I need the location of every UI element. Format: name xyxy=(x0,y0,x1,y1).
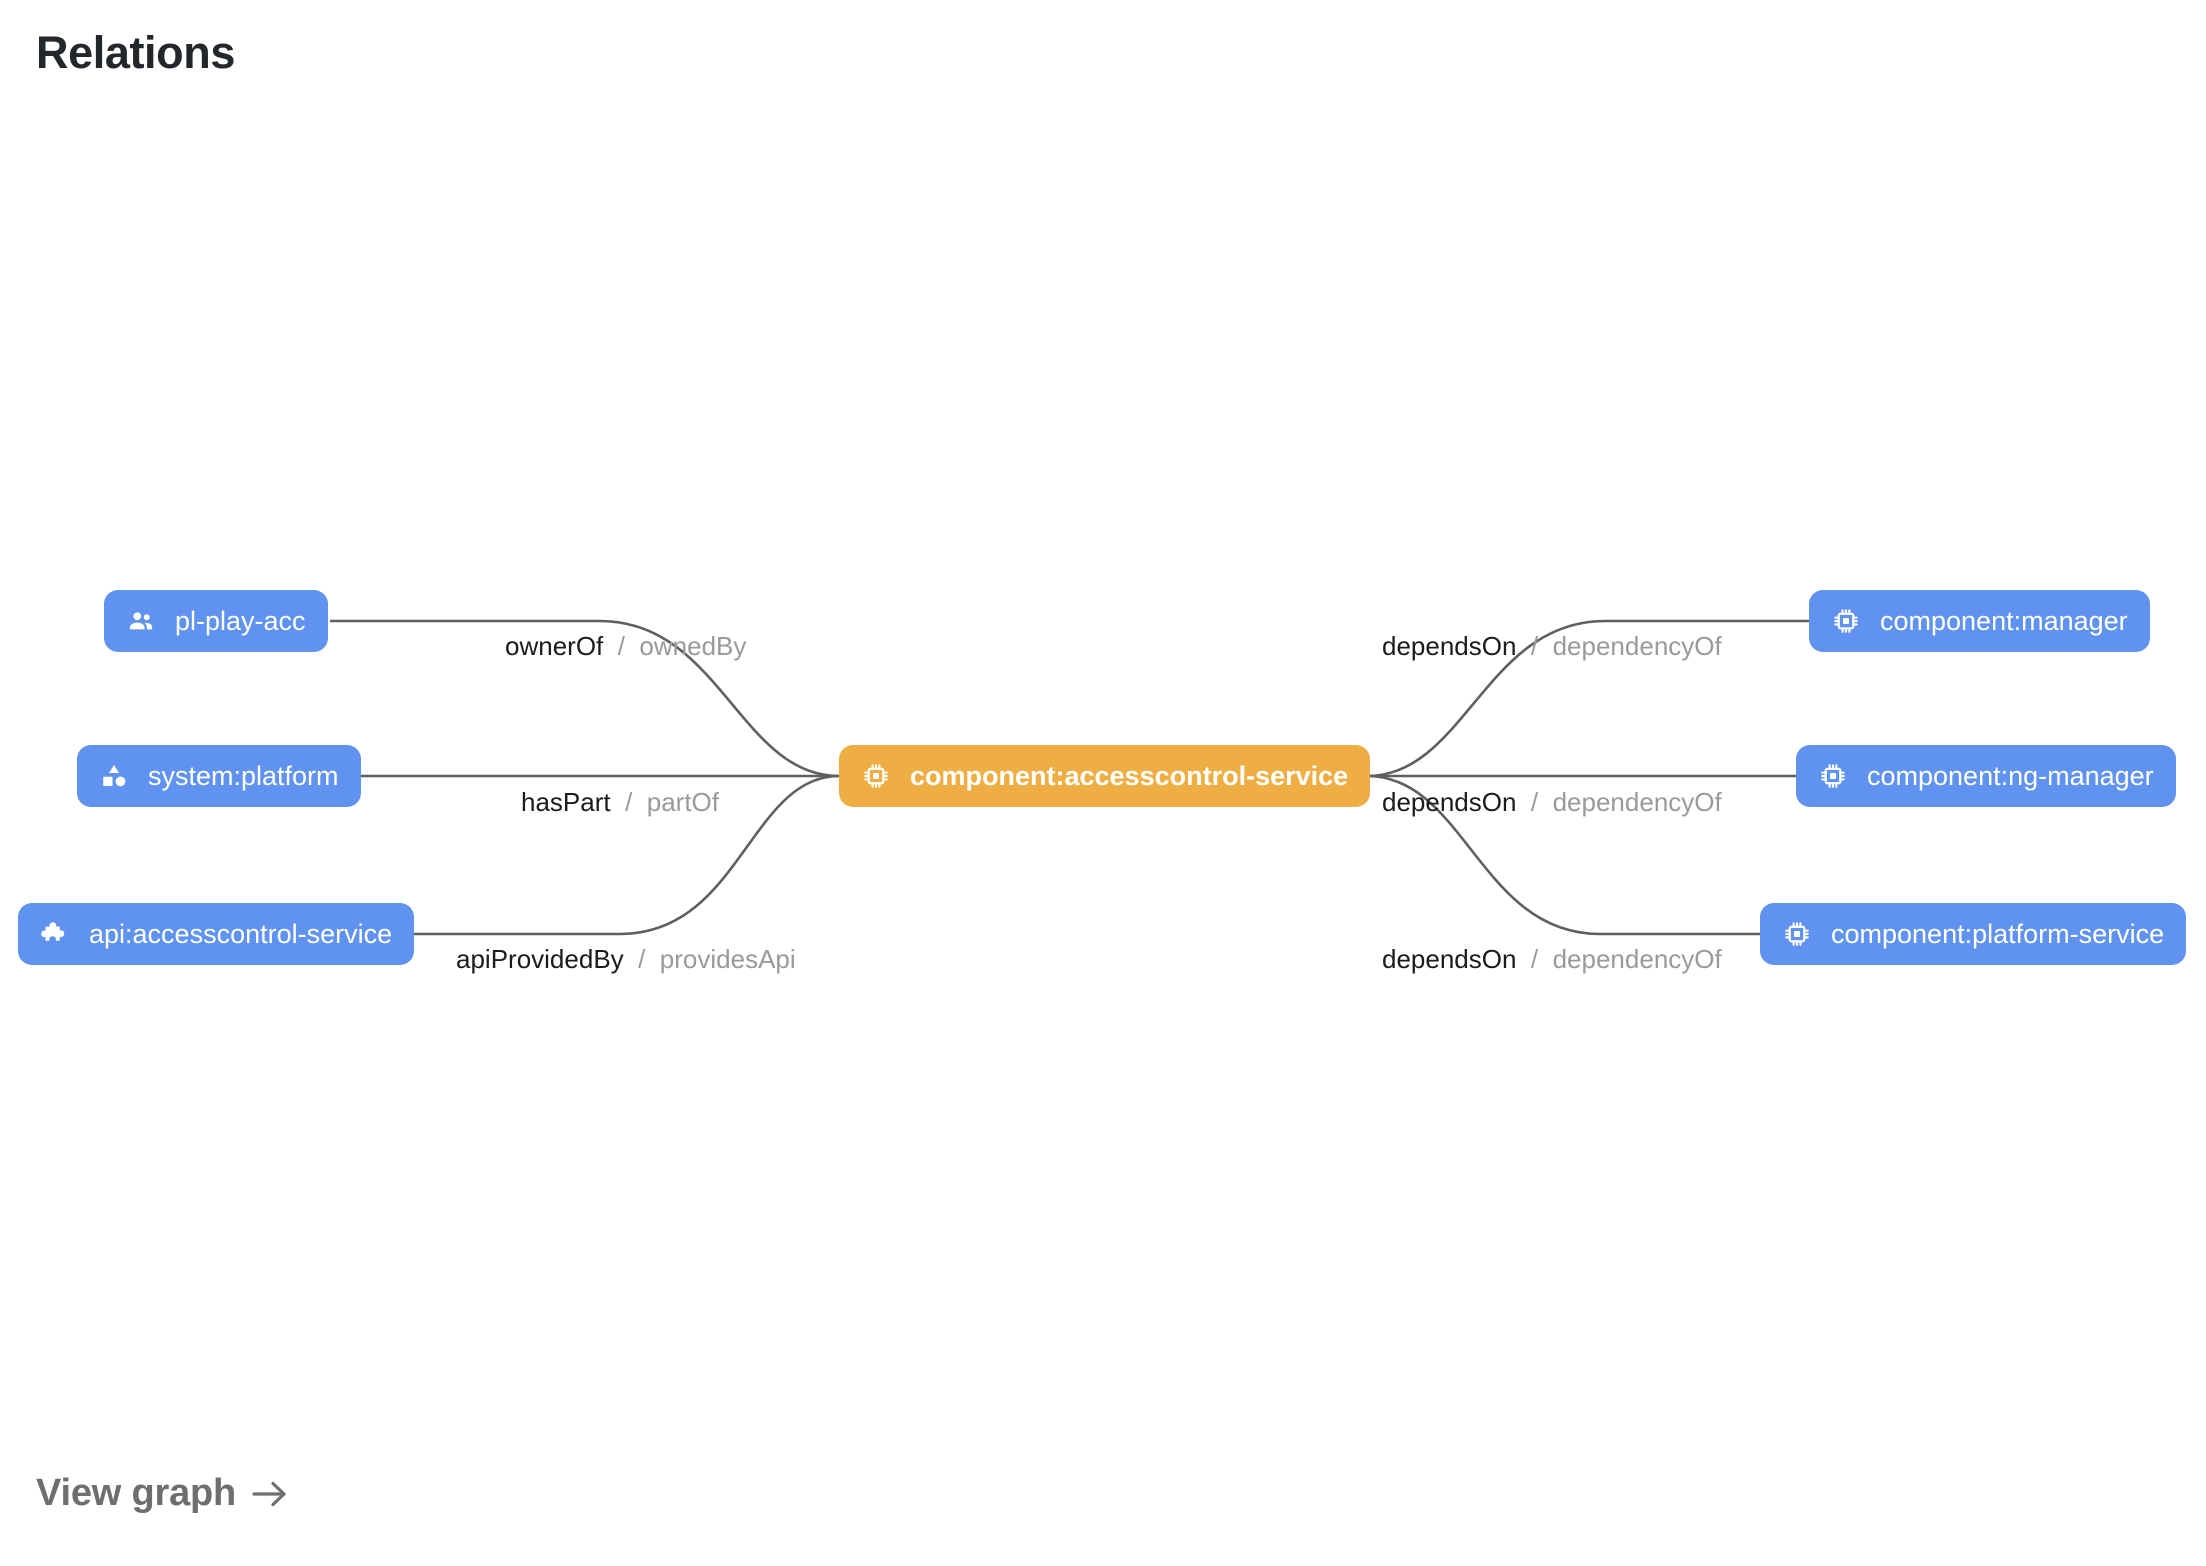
edge-label-separator: / xyxy=(617,787,640,817)
edge-label-inverse: partOf xyxy=(646,787,719,817)
edge-label-inverse: ownedBy xyxy=(639,631,747,661)
chip-icon xyxy=(1831,606,1861,636)
arrow-right-icon xyxy=(250,1477,290,1511)
edge-label-forward: hasPart xyxy=(521,787,611,817)
edge-label-inverse: dependencyOf xyxy=(1552,944,1722,974)
edge-label-separator: / xyxy=(610,631,633,661)
edge-label-ownerOf: ownerOf / ownedBy xyxy=(505,633,746,659)
category-shapes-icon xyxy=(99,761,129,791)
graph-node-component-accesscontrol-service[interactable]: component:accesscontrol-service xyxy=(839,745,1371,807)
puzzle-piece-icon xyxy=(40,919,70,949)
edge-label-forward: ownerOf xyxy=(505,631,604,661)
graph-node-component-platform-service[interactable]: component:platform-service xyxy=(1760,903,2187,965)
graph-node-label: component:platform-service xyxy=(1831,918,2165,949)
graph-node-pl-play-acc[interactable]: pl-play-acc xyxy=(104,590,328,652)
edge-label-separator: / xyxy=(630,944,653,974)
chip-icon xyxy=(1818,761,1848,791)
page-title: Relations xyxy=(36,27,235,78)
graph-node-label: component:ng-manager xyxy=(1867,760,2154,791)
view-graph-label: View graph xyxy=(36,1472,237,1514)
edge-label-dependsOn-manager: dependsOn / dependencyOf xyxy=(1382,633,1722,659)
graph-node-component-ng-manager[interactable]: component:ng-manager xyxy=(1796,745,2176,807)
edge-label-forward: dependsOn xyxy=(1382,787,1517,817)
edge-label-forward: dependsOn xyxy=(1382,631,1517,661)
graph-node-system-platform[interactable]: system:platform xyxy=(77,745,361,807)
graph-node-component-manager[interactable]: component:manager xyxy=(1809,590,2150,652)
edge-label-dependsOn-platform-service: dependsOn / dependencyOf xyxy=(1382,946,1722,972)
graph-node-label: api:accesscontrol-service xyxy=(89,918,393,949)
edge-label-forward: apiProvidedBy xyxy=(456,944,624,974)
graph-node-label: component:manager xyxy=(1880,605,2128,636)
graph-node-api-accesscontrol-service[interactable]: api:accesscontrol-service xyxy=(18,903,415,965)
edge-label-separator: / xyxy=(1523,787,1546,817)
edge-label-inverse: providesApi xyxy=(659,944,796,974)
edge-label-separator: / xyxy=(1523,631,1546,661)
graph-node-label: pl-play-acc xyxy=(175,605,306,636)
chip-icon xyxy=(861,761,891,791)
graph-node-label: component:accesscontrol-service xyxy=(910,760,1349,791)
edge-label-hasPart: hasPart / partOf xyxy=(521,789,719,815)
group-people-icon xyxy=(126,606,156,636)
edge-label-forward: dependsOn xyxy=(1382,944,1517,974)
view-graph-link[interactable]: View graph xyxy=(36,1472,290,1515)
edge-label-dependsOn-ng-manager: dependsOn / dependencyOf xyxy=(1382,789,1722,815)
edge-label-separator: / xyxy=(1523,944,1546,974)
edge-label-apiProvidedBy: apiProvidedBy / providesApi xyxy=(456,946,796,972)
edge-label-inverse: dependencyOf xyxy=(1552,631,1722,661)
chip-icon xyxy=(1782,919,1812,949)
graph-node-label: system:platform xyxy=(148,760,339,791)
edge-label-inverse: dependencyOf xyxy=(1552,787,1722,817)
